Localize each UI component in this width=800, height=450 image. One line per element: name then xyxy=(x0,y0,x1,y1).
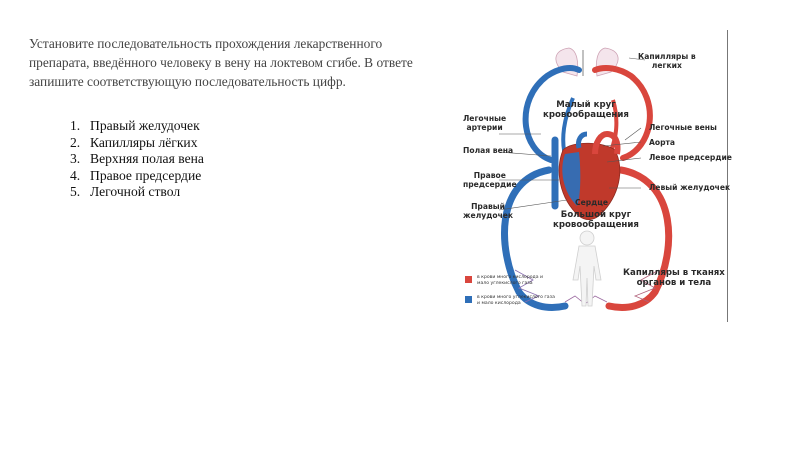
option-item: 2.Капилляры лёгких xyxy=(70,134,198,150)
legend-text-venous: в крови много углекислого газа и мало ки… xyxy=(477,295,555,306)
label-capillaries-tissues: Капилляры в тканях органов и тела xyxy=(623,268,725,288)
legend-text-arterial: в крови много кислорода и мало углекисло… xyxy=(477,275,543,286)
label-left-atrium: Левое предсердие xyxy=(649,153,732,162)
label-big-circle: Большой круг кровообращения xyxy=(553,210,639,230)
pulmonary-loop-venous xyxy=(522,65,582,163)
label-right-atrium: Правое предсердие xyxy=(463,171,517,189)
pulmonary-loop-arterial xyxy=(592,65,653,161)
lungs-image xyxy=(555,47,619,77)
option-item: 5.Легочной ствол xyxy=(70,184,181,199)
legend-swatch-venous xyxy=(465,296,472,303)
question-line-2: препарата, введённого человеку в вену на… xyxy=(29,55,413,70)
legend-swatch-arterial xyxy=(465,276,472,283)
question-text: Установите последовательность прохождени… xyxy=(29,34,419,91)
label-pulmonary-veins: Легочные вены xyxy=(649,123,717,132)
label-heart: Сердце xyxy=(575,198,609,207)
human-silhouette xyxy=(572,230,602,307)
label-pulmonary-arteries: Легочные артерии xyxy=(463,114,507,132)
option-item: 3.Верхняя полая вена xyxy=(70,151,204,166)
option-item: 1.Правый желудочек xyxy=(70,118,200,133)
systemic-loop-arterial xyxy=(605,166,673,311)
option-item: 4.Правое предсердие xyxy=(70,167,202,183)
label-capillaries-lungs: Капилляры в легких xyxy=(638,52,696,70)
question-line-3: запишите соответствующую последовательно… xyxy=(29,74,346,89)
label-small-circle: Малый круг кровообращения xyxy=(543,100,629,120)
options-list: 1.Правый желудочек 2.Капилляры лёгких 3.… xyxy=(70,118,204,201)
systemic-loop-venous xyxy=(501,166,569,311)
label-left-ventricle: Левый желудочек xyxy=(649,183,731,192)
label-right-ventricle: Правый желудочек xyxy=(463,202,514,220)
circulation-diagram: Капилляры в легких Малый круг кровообращ… xyxy=(455,30,732,322)
circulation-illustration xyxy=(498,47,673,311)
label-aorta: Аорта xyxy=(649,138,676,147)
question-line-1: Установите последовательность прохождени… xyxy=(29,36,383,51)
label-vena-cava: Полая вена xyxy=(463,146,514,155)
